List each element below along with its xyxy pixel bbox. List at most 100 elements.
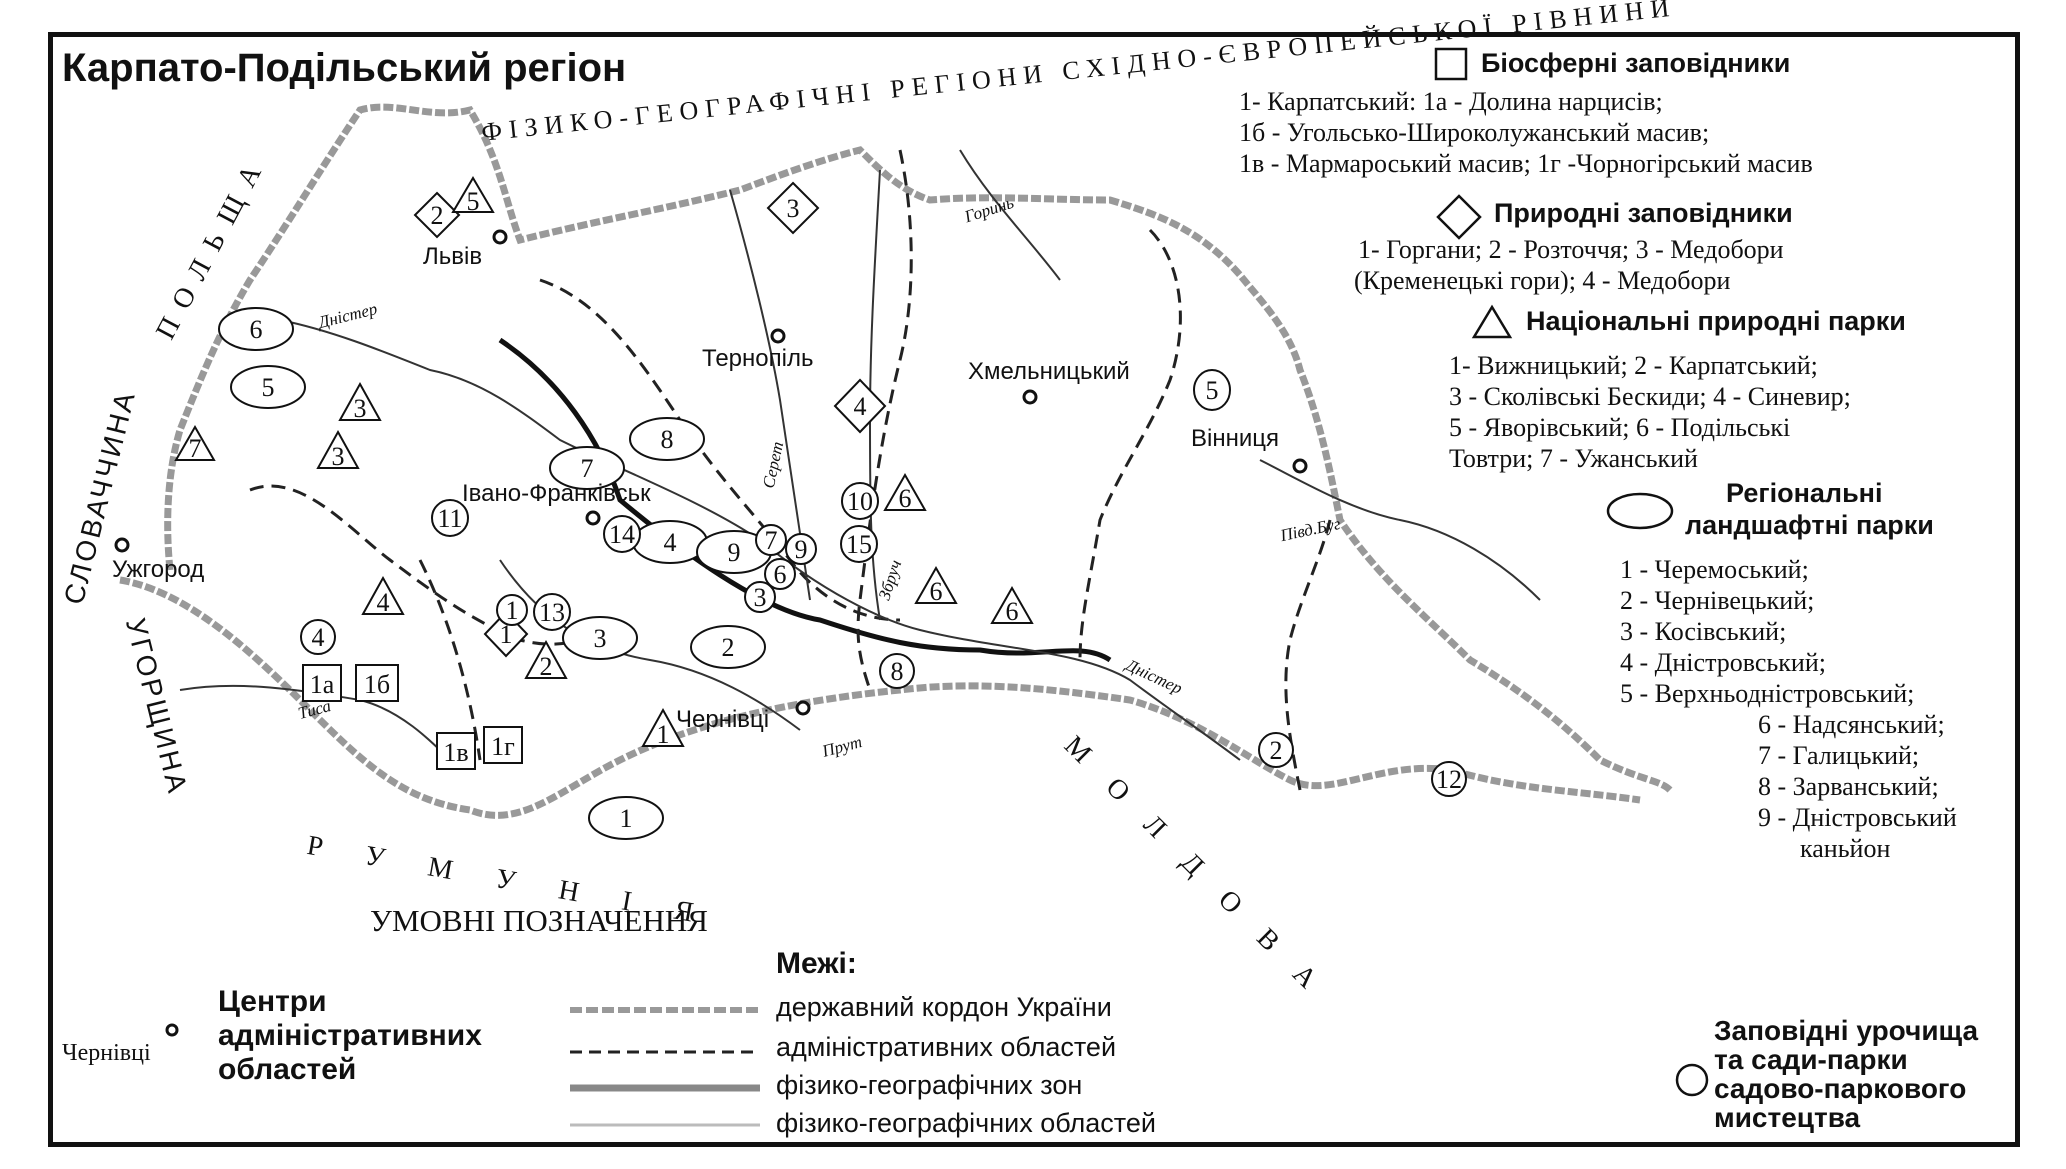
ellipse-mark: 7 bbox=[549, 446, 625, 490]
legend-regional-line: 8 - Зарванський; bbox=[1758, 772, 1939, 801]
svg-text:11: 11 bbox=[437, 504, 462, 533]
legend-sample-city: Чернівці bbox=[62, 1040, 151, 1066]
svg-text:5: 5 bbox=[262, 373, 275, 402]
river-bug bbox=[1259, 459, 1541, 601]
svg-text:4: 4 bbox=[377, 588, 390, 617]
city-khmelnytskyi: Хмельницький bbox=[968, 358, 1130, 385]
circle-mark: 14 bbox=[603, 515, 641, 553]
circle-mark: 8 bbox=[879, 653, 915, 689]
square-mark: 1в bbox=[436, 732, 476, 770]
legend-biosphere-heading: Біосферні заповідники bbox=[1481, 48, 1791, 78]
state-border bbox=[164, 103, 1673, 793]
city-ternopil: Тернопіль bbox=[702, 345, 814, 372]
svg-text:6: 6 bbox=[1006, 597, 1019, 626]
circle-mark: 9 bbox=[785, 533, 817, 565]
river-horyn bbox=[959, 149, 1061, 281]
circle-mark: 15 bbox=[840, 525, 878, 563]
legend-national-line: 1- Вижницький; 2 - Карпатський; bbox=[1449, 351, 1818, 380]
svg-text:2: 2 bbox=[431, 201, 444, 230]
city-lviv: Львів bbox=[423, 243, 483, 270]
triangle-mark: 6 bbox=[883, 472, 927, 513]
svg-text:7: 7 bbox=[581, 454, 594, 483]
map-title: Карпато-Подільський регіон bbox=[62, 46, 627, 90]
svg-text:4: 4 bbox=[854, 392, 867, 421]
svg-text:9: 9 bbox=[728, 538, 741, 567]
svg-text:3: 3 bbox=[354, 394, 367, 423]
legend-ellipse-icon bbox=[1606, 492, 1674, 530]
biosphere-squares: 1а 1б 1в 1г bbox=[302, 664, 523, 770]
legend-regional-heading-2: ландшафтні парки bbox=[1685, 510, 1934, 540]
city-dots bbox=[114, 229, 1308, 716]
state-border-south bbox=[119, 576, 1641, 819]
diamond-mark: 4 bbox=[833, 378, 887, 434]
legend-biosphere-line: 1б - Угольсько-Широколужанський масив; bbox=[1239, 118, 1710, 147]
svg-text:2: 2 bbox=[722, 633, 735, 662]
legend-nature-line: (Кременецькі гори); 4 - Медобори bbox=[1354, 266, 1731, 295]
city-chernivtsi: Чернівці bbox=[676, 706, 770, 733]
square-mark: 1г bbox=[483, 726, 523, 764]
legend-centers: Центри адміністративних областей bbox=[218, 985, 482, 1086]
protected-circles: 11 14 7 9 6 3 10 15 1 13 4 8 2 12 bbox=[300, 482, 1467, 797]
legend-bound-area: фізико-географічних областей bbox=[776, 1108, 1156, 1138]
triangle-mark: 6 bbox=[914, 565, 958, 606]
circle-mark: 3 bbox=[744, 581, 776, 613]
ellipse-mark: 5 bbox=[1193, 369, 1231, 411]
legend-biosphere-line: 1- Карпатський: 1а - Долина нарцисів; bbox=[1239, 87, 1663, 116]
legend-city-dot-icon bbox=[165, 1023, 179, 1037]
svg-text:13: 13 bbox=[539, 598, 565, 627]
circle-mark: 6 bbox=[764, 558, 796, 590]
svg-text:5: 5 bbox=[467, 187, 480, 216]
svg-text:6: 6 bbox=[250, 315, 263, 344]
circle-mark: 13 bbox=[533, 593, 571, 631]
city-ivano-frankivsk: Івано-Франківськ bbox=[462, 480, 651, 507]
legend-regional-heading-1: Регіональні bbox=[1726, 478, 1883, 508]
admin-border-3 bbox=[856, 149, 913, 691]
regional-ellipses: 6 5 8 7 4 9 3 2 1 5 bbox=[218, 307, 1231, 840]
square-label: 1г bbox=[491, 732, 515, 761]
legend-circle-icon bbox=[1675, 1063, 1709, 1097]
svg-text:6: 6 bbox=[930, 577, 943, 606]
legend-regional-line: каньйон bbox=[1800, 834, 1891, 863]
square-mark: 1а bbox=[302, 664, 342, 702]
svg-text:1: 1 bbox=[657, 720, 670, 749]
svg-text:7: 7 bbox=[189, 434, 202, 463]
legend-regional-line: 1 - Черемоський; bbox=[1620, 555, 1809, 584]
ellipse-mark: 8 bbox=[629, 417, 705, 461]
svg-text:1: 1 bbox=[500, 620, 513, 649]
zone-border bbox=[498, 337, 1112, 663]
legend-regional-line: 7 - Галицький; bbox=[1758, 741, 1920, 770]
diamond-mark: 2 bbox=[413, 191, 461, 239]
triangle-mark: 3 bbox=[338, 381, 382, 423]
city-uzhhorod: Ужгород bbox=[112, 556, 205, 583]
legend-bound-zone: фізико-географічних зон bbox=[776, 1070, 1083, 1100]
legend-regional-line: 9 - Дністровський bbox=[1758, 803, 1957, 832]
diamond-mark: 3 bbox=[766, 181, 820, 235]
circle-mark: 11 bbox=[431, 499, 469, 537]
ellipse-mark: 5 bbox=[230, 365, 306, 409]
city-vinnytsia: Вінниця bbox=[1191, 425, 1279, 452]
triangle-mark: 5 bbox=[451, 176, 495, 216]
river-tysa bbox=[179, 684, 451, 761]
svg-text:4: 4 bbox=[664, 528, 677, 557]
svg-text:2: 2 bbox=[1270, 736, 1283, 765]
svg-text:14: 14 bbox=[609, 520, 635, 549]
svg-text:5: 5 bbox=[1206, 376, 1219, 405]
national-triangles: 5 3 3 7 4 2 1 6 6 6 bbox=[174, 176, 1034, 749]
triangle-mark: 7 bbox=[174, 424, 216, 463]
svg-text:4: 4 bbox=[312, 623, 325, 652]
circle-mark: 10 bbox=[841, 482, 879, 520]
svg-text:1: 1 bbox=[620, 804, 633, 833]
svg-text:10: 10 bbox=[847, 487, 873, 516]
legend-regional-line: 2 - Чернівецький; bbox=[1620, 586, 1815, 615]
svg-text:6: 6 bbox=[899, 484, 912, 513]
ellipse-mark: 1 bbox=[588, 796, 664, 840]
svg-text:8: 8 bbox=[891, 657, 904, 686]
svg-text:1: 1 bbox=[506, 596, 519, 625]
ellipse-mark: 2 bbox=[690, 625, 766, 669]
legend-biosphere-line: 1в - Мармароський масив; 1г -Чорногірськ… bbox=[1239, 149, 1813, 178]
square-label: 1а bbox=[310, 670, 335, 699]
legend-regional-line: 3 - Косівський; bbox=[1620, 617, 1787, 646]
legend-bound-state: державний кордон України bbox=[776, 992, 1112, 1022]
legend-bounds-heading: Межі: bbox=[776, 947, 857, 980]
